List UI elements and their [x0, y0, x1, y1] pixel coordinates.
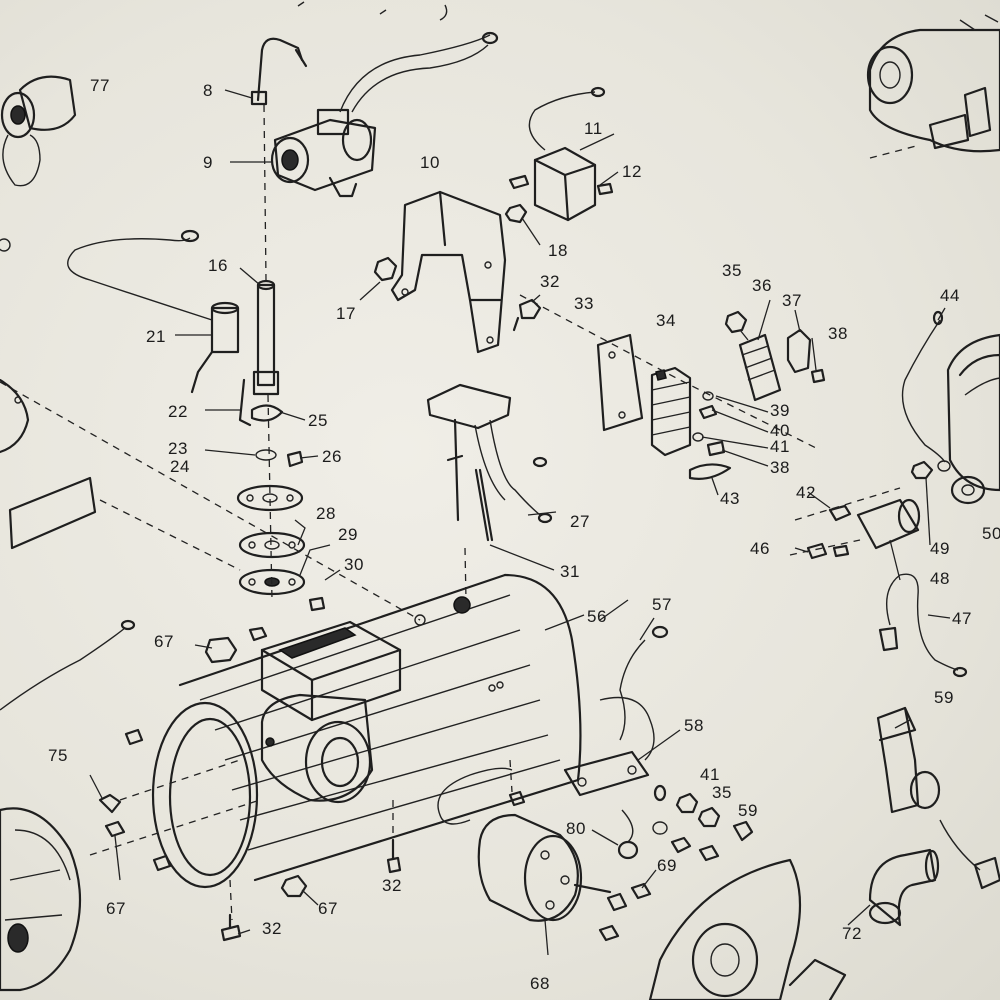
callout-17: 17 — [336, 304, 356, 323]
callout-41-a: 41 — [770, 437, 790, 456]
callout-31: 31 — [560, 562, 580, 581]
callout-23: 23 — [168, 439, 188, 458]
callout-38-a: 38 — [828, 324, 848, 343]
callout-24: 24 — [170, 457, 190, 476]
callout-67-c: 67 — [318, 899, 338, 918]
callout-44: 44 — [940, 286, 960, 305]
callout-32-a: 32 — [540, 272, 560, 291]
callout-26: 26 — [322, 447, 342, 466]
callout-10: 10 — [420, 153, 440, 172]
callout-leaders — [89, 89, 951, 956]
callout-34: 34 — [656, 311, 676, 330]
parts-69-hardware — [598, 792, 754, 942]
callout-32-c: 32 — [262, 919, 282, 938]
callout-39: 39 — [770, 401, 790, 420]
callout-35-a: 35 — [722, 261, 742, 280]
callout-47: 47 — [952, 609, 972, 628]
callout-41-b: 41 — [700, 765, 720, 784]
part-11-relay — [504, 86, 614, 224]
callout-50: 50 — [982, 524, 1000, 543]
part-56-housing-cylinder — [151, 573, 582, 889]
part-44-housing — [901, 310, 1000, 505]
callout-67-a: 67 — [154, 632, 174, 651]
part-59-fitting — [876, 706, 1000, 890]
motor-assembly-top-right — [866, 14, 1000, 153]
callout-49: 49 — [930, 539, 950, 558]
callout-12: 12 — [622, 162, 642, 181]
callout-69: 69 — [657, 856, 677, 875]
left-plate — [0, 378, 97, 550]
callout-33: 33 — [574, 294, 594, 313]
part-58-terminal-strip — [563, 625, 669, 860]
callout-57: 57 — [652, 595, 672, 614]
callout-30: 30 — [344, 555, 364, 574]
callout-58: 58 — [684, 716, 704, 735]
callout-16: 16 — [208, 256, 228, 275]
callout-68: 68 — [530, 974, 550, 993]
callout-72: 72 — [842, 924, 862, 943]
callout-80: 80 — [566, 819, 586, 838]
part-34-terminal-block — [650, 366, 692, 457]
part-8-wire-bracket — [250, 1, 308, 106]
callout-11: 11 — [584, 119, 603, 138]
part-77-socket — [0, 75, 77, 252]
callout-46: 46 — [750, 539, 770, 558]
part-10-bracket — [373, 190, 507, 354]
callout-8: 8 — [203, 81, 213, 100]
callout-42: 42 — [796, 483, 816, 502]
part-72-elbow — [868, 848, 940, 927]
bolts-misc — [98, 298, 542, 942]
part-48-cylinder — [806, 460, 951, 560]
assembly-center-lines — [0, 104, 921, 921]
callout-48: 48 — [930, 569, 950, 588]
callout-59-b: 59 — [738, 801, 758, 820]
callout-59-a: 59 — [934, 688, 954, 707]
part-16-shaft — [250, 279, 304, 468]
callout-22: 22 — [168, 402, 188, 421]
part-21-wire-coil — [67, 229, 252, 427]
part-33-plate — [596, 333, 644, 432]
gasket-28 — [238, 531, 306, 559]
parts-35-43-hardware — [688, 310, 826, 480]
callout-75: 75 — [48, 746, 68, 765]
callout-43: 43 — [720, 489, 740, 508]
callout-38-b: 38 — [770, 458, 790, 477]
callout-9: 9 — [203, 153, 213, 172]
callout-67-b: 67 — [106, 899, 126, 918]
part-47-wire — [878, 573, 968, 678]
callout-29: 29 — [338, 525, 358, 544]
part-68-motor — [437, 767, 612, 922]
callout-28: 28 — [316, 504, 336, 523]
callout-21: 21 — [146, 327, 166, 346]
part-9-solenoid — [270, 4, 499, 198]
callout-40: 40 — [770, 421, 790, 440]
motor-end-bottom-left — [0, 619, 136, 992]
callout-77: 77 — [90, 76, 110, 95]
callout-32-b: 32 — [382, 876, 402, 895]
callout-27: 27 — [570, 512, 590, 531]
part-27-brush-holder — [426, 383, 553, 542]
callout-18: 18 — [548, 241, 568, 260]
callout-56: 56 — [587, 607, 607, 626]
callout-35-b: 35 — [712, 783, 732, 802]
callout-25: 25 — [308, 411, 328, 430]
callout-36: 36 — [752, 276, 772, 295]
end-cover-bottom — [648, 858, 847, 1000]
callout-37: 37 — [782, 291, 802, 310]
